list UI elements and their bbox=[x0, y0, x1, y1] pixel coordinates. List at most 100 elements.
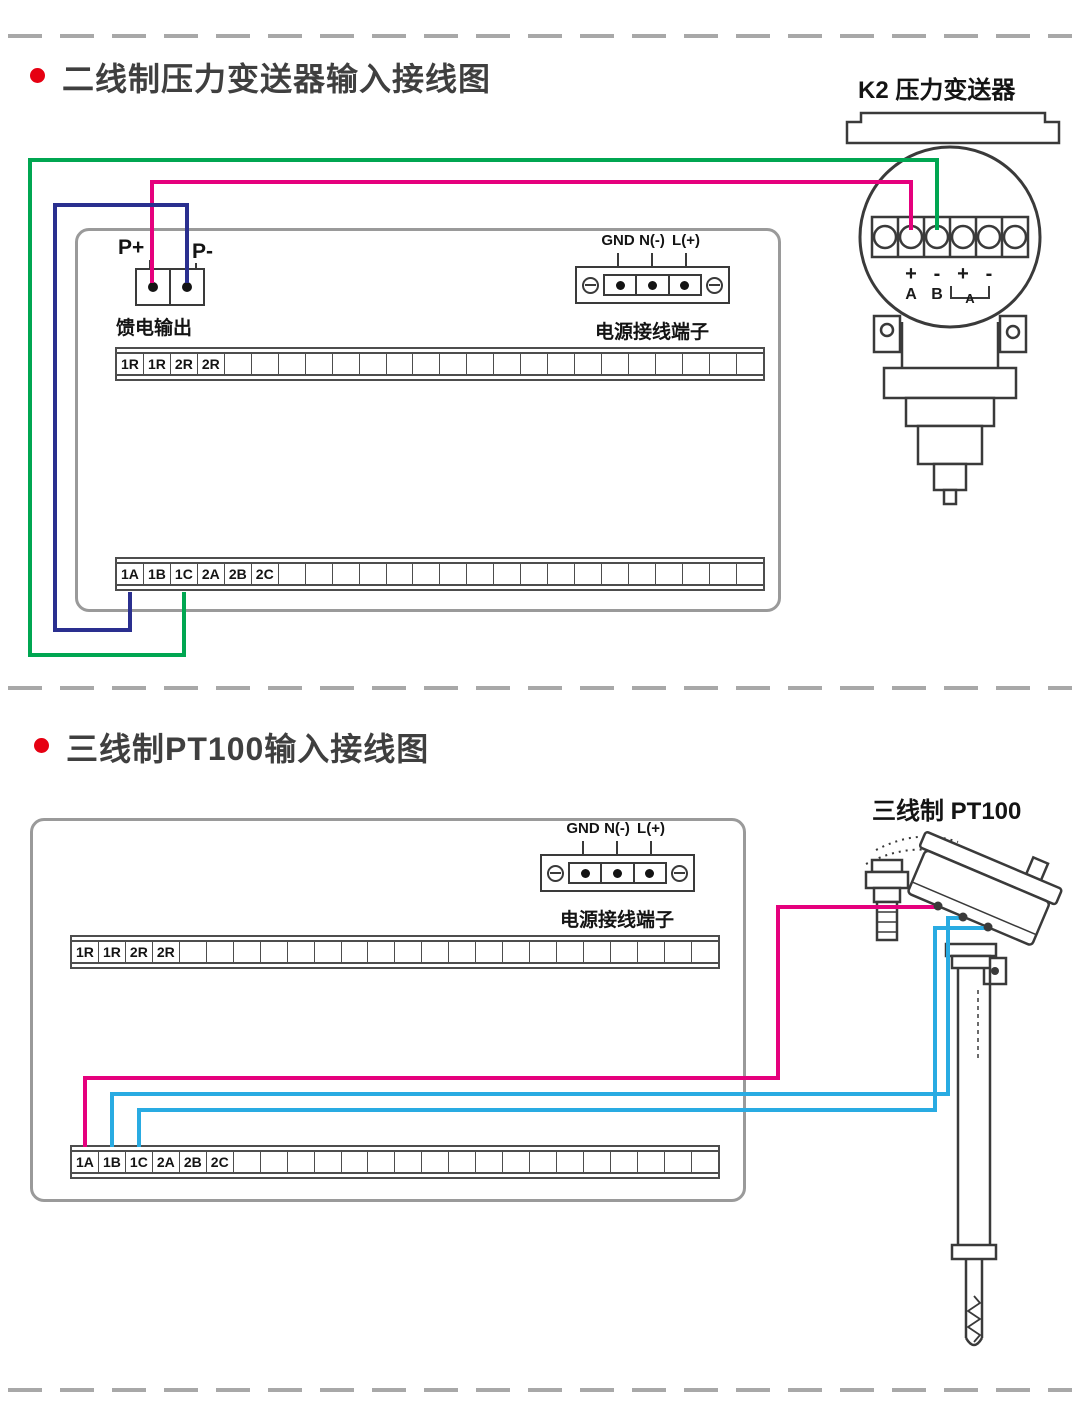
terminal-cell bbox=[494, 354, 522, 374]
terminal-cell bbox=[315, 1152, 342, 1172]
terminal-cell bbox=[306, 564, 333, 584]
terminal-cell bbox=[476, 1152, 504, 1172]
terminal-cell bbox=[656, 354, 684, 374]
section2-title: 三线制PT100输入接线图 bbox=[66, 731, 430, 767]
terminal-cell bbox=[252, 354, 279, 374]
terminal-cell: 1R bbox=[99, 942, 126, 962]
terminal-cell: 2R bbox=[126, 942, 153, 962]
pt100-drawing bbox=[864, 831, 1063, 1347]
gnd-label: GND bbox=[601, 232, 635, 249]
terminal-cell bbox=[665, 1152, 692, 1172]
terminal-cell bbox=[440, 564, 468, 584]
terminal-cell bbox=[476, 942, 504, 962]
terminal-cell bbox=[467, 564, 495, 584]
terminal-cell bbox=[387, 564, 414, 584]
terminal-cell bbox=[503, 942, 531, 962]
terminal-cell bbox=[395, 1152, 423, 1172]
terminal-cell bbox=[548, 564, 576, 584]
terminal-cell bbox=[387, 354, 414, 374]
terminal-cell bbox=[575, 564, 603, 584]
terminal-cell: 1A bbox=[117, 564, 144, 584]
terminal-cell bbox=[557, 1152, 585, 1172]
terminal-l bbox=[635, 864, 665, 882]
terminal-cell bbox=[692, 1152, 718, 1172]
terminal-cell bbox=[494, 564, 522, 584]
terminal-cell bbox=[737, 564, 763, 584]
terminal-cell: 1R bbox=[72, 942, 99, 962]
terminal-cell bbox=[710, 354, 737, 374]
separator-top bbox=[8, 34, 1072, 38]
terminal-n bbox=[602, 864, 635, 882]
terminal-cell bbox=[279, 564, 306, 584]
terminal-cell bbox=[611, 942, 639, 962]
power-terminal-block-2 bbox=[540, 854, 695, 892]
terminal-cell bbox=[360, 354, 387, 374]
terminal-dot bbox=[680, 280, 690, 290]
power-terminal-block-1 bbox=[575, 266, 730, 304]
terminal-cell bbox=[737, 354, 763, 374]
terminal-cell bbox=[306, 354, 333, 374]
terminal-cell bbox=[207, 942, 234, 962]
terminal-n bbox=[637, 276, 670, 294]
terminal-gnd bbox=[570, 864, 603, 882]
power-terminal-cells bbox=[603, 274, 702, 296]
bullet-icon bbox=[34, 738, 49, 753]
terminal-cell: 1B bbox=[144, 564, 171, 584]
terminal-cell: 2C bbox=[252, 564, 279, 584]
sign-minus-2: - bbox=[986, 263, 993, 285]
terminal-cell bbox=[467, 354, 495, 374]
terminal-cell bbox=[629, 354, 657, 374]
terminal-gnd bbox=[605, 276, 638, 294]
terminal-cell bbox=[279, 354, 306, 374]
terminal-cell bbox=[413, 354, 441, 374]
separator-bottom bbox=[8, 1388, 1072, 1392]
terminal-cell: 2C bbox=[207, 1152, 234, 1172]
terminal-cell bbox=[261, 942, 288, 962]
gnd-label: GND bbox=[566, 820, 600, 837]
terminal-cell bbox=[342, 942, 369, 962]
terminal-cell: 1B bbox=[99, 1152, 126, 1172]
terminal-cell bbox=[602, 564, 630, 584]
terminal-cell bbox=[557, 942, 585, 962]
terminal-cell bbox=[683, 354, 710, 374]
terminal-cell bbox=[611, 1152, 639, 1172]
terminal-cell bbox=[422, 1152, 450, 1172]
terminal-cell bbox=[333, 354, 360, 374]
terminal-cell bbox=[288, 942, 315, 962]
terminal-cell: 1C bbox=[171, 564, 198, 584]
screw-icon bbox=[706, 276, 723, 294]
bracket-label-a: A bbox=[965, 291, 975, 306]
terminal-cell bbox=[368, 1152, 396, 1172]
terminal-cell bbox=[521, 354, 549, 374]
l-label: L(+) bbox=[637, 820, 665, 837]
terminal-p-minus bbox=[171, 270, 203, 304]
sign-minus-1: - bbox=[934, 263, 941, 285]
terminal-cell: 2R bbox=[171, 354, 198, 374]
power-terminal-caption-1: 电源接线端子 bbox=[594, 322, 710, 343]
terminal-cell bbox=[530, 1152, 558, 1172]
terminal-cell: 2R bbox=[198, 354, 225, 374]
terminal-cell bbox=[584, 942, 612, 962]
terminal-cell: 1R bbox=[144, 354, 171, 374]
terminal-cell: 2B bbox=[225, 564, 252, 584]
screw-icon bbox=[582, 276, 599, 294]
terminal-cell bbox=[638, 1152, 665, 1172]
terminal-cell bbox=[440, 354, 468, 374]
feed-output-block bbox=[135, 268, 205, 306]
l-label: L(+) bbox=[672, 232, 700, 249]
terminal-cell bbox=[692, 942, 718, 962]
transmitter-terminal-labels: + - + - A B A bbox=[905, 263, 992, 306]
terminal-cell bbox=[288, 1152, 315, 1172]
separator-middle bbox=[8, 686, 1072, 690]
terminal-dot bbox=[612, 868, 622, 878]
terminal-cell: 2R bbox=[153, 942, 180, 962]
sign-plus-2: + bbox=[957, 263, 969, 285]
feed-output-caption: 馈电输出 bbox=[116, 318, 193, 339]
